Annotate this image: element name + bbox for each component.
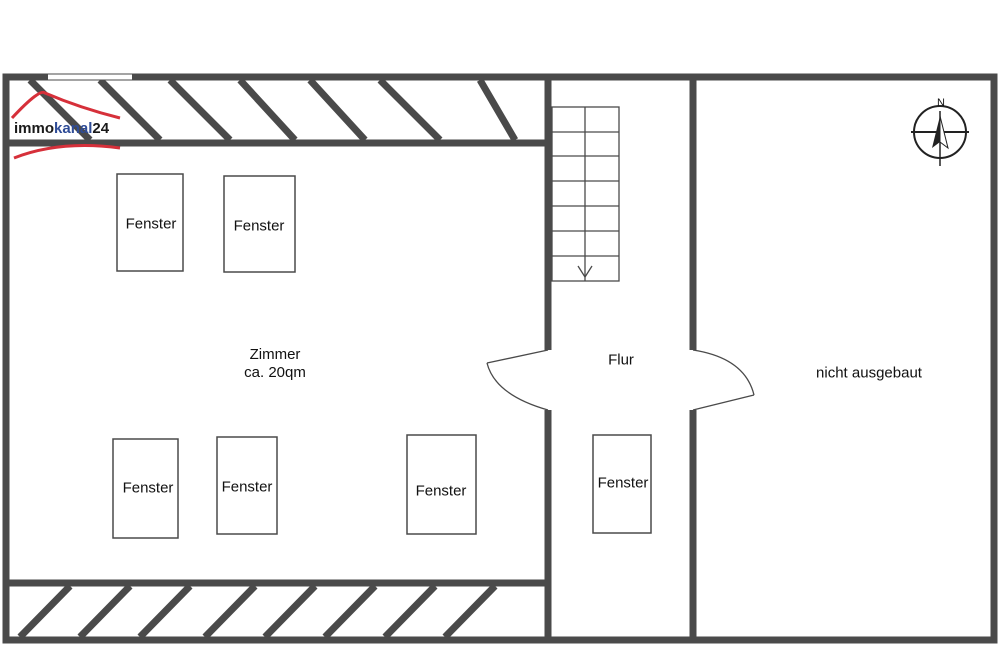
stair-arrow-icon — [577, 265, 593, 279]
logo-text-kanal: kanal — [54, 120, 93, 137]
window-label-3: Fenster — [122, 479, 174, 497]
room-label-zimmer: Zimmer ca. 20qm — [244, 346, 306, 381]
room-label-nicht-ausgebaut: nicht ausgebaut — [816, 364, 922, 382]
compass-north-label: N — [937, 97, 945, 109]
logo: immokanal24 — [14, 120, 109, 137]
door-attic — [692, 349, 755, 411]
hatching-top — [27, 80, 519, 140]
door-zimmer — [486, 349, 549, 411]
window-frame-5 — [406, 434, 477, 535]
window-label-5: Fenster — [415, 482, 467, 500]
window-label-6: Fenster — [597, 474, 649, 492]
window-frame-3 — [112, 438, 179, 539]
window-label-2: Fenster — [233, 217, 285, 235]
window-label-1: Fenster — [125, 215, 177, 233]
hatching-bottom — [17, 586, 498, 637]
outer-wall — [2, 73, 998, 644]
window-label-4: Fenster — [221, 478, 273, 496]
staircase — [551, 106, 620, 282]
window-frame-6 — [592, 434, 652, 534]
logo-text-24: 24 — [92, 120, 110, 137]
compass-icon — [911, 105, 969, 166]
window-frame-1 — [116, 173, 184, 272]
room-label-flur: Flur — [608, 351, 634, 369]
window-frame-4 — [216, 436, 278, 535]
window-frames — [112, 173, 652, 539]
logo-swoosh-icon — [10, 90, 121, 160]
logo-text-immo: immo — [14, 120, 55, 137]
window-frame-2 — [223, 175, 296, 273]
